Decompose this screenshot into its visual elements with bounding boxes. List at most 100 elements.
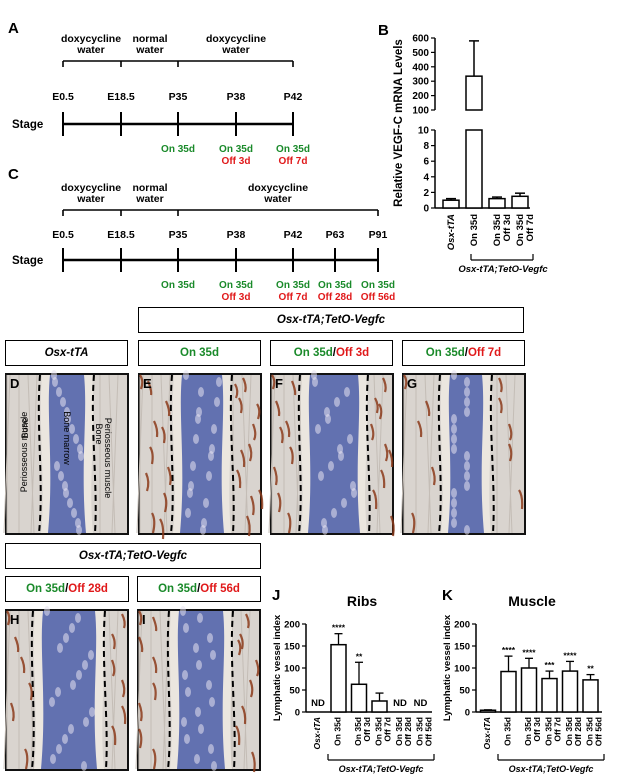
marrow-space [341,498,347,508]
stained-vessel [383,443,389,462]
stained-vessel [120,679,126,698]
marrow-space [55,687,61,697]
bar [541,677,558,713]
marrow-space [203,498,209,508]
marrow-space [325,414,331,424]
y-tick-label: 150 [284,642,300,653]
y-tick-label: 500 [412,48,429,59]
marrow-space [182,670,188,680]
marrow-space [193,643,199,653]
timepoint-label: P42 [284,91,303,103]
marrow-space [464,471,470,481]
timepoint-label: E18.5 [107,229,135,241]
bone-marrow [48,375,86,533]
stained-vessel [290,380,297,396]
stained-vessel [13,636,20,653]
category-label: On 35d [333,717,343,746]
on-label: On 35d [276,144,310,155]
category-label: Osx-tTA [482,717,492,749]
micrograph-d-svg [3,370,127,535]
marrow-space [63,633,69,643]
muscle-fiber [243,610,251,770]
panel-letter-f: F [275,376,283,391]
stained-vessel [242,377,247,393]
y-axis-label: Lymphatic vessel index [442,614,453,721]
marrow-space [197,613,203,623]
stained-vessel [256,403,261,420]
category-label: Off 3d [362,717,372,742]
dashed-boundary [102,610,108,770]
bar [488,197,506,209]
stained-vessel [6,610,11,626]
y-tick-label: 50 [459,686,470,697]
marrow-space [351,488,357,498]
muscle-fiber [162,610,170,770]
marrow-space [196,660,202,670]
phase-label: water [76,193,104,205]
stained-vessel [236,469,242,489]
off-label: Off 3d [222,156,251,167]
bar [511,195,529,209]
dashed-boundary [37,374,42,534]
marrow-space [451,424,457,434]
dashed-boundary [365,374,371,534]
micrograph-g-svg [400,370,524,535]
marrow-space [56,387,62,397]
timepoint-label: P42 [284,229,303,241]
timeline-a: doxycyclinewaternormalwaterdoxycyclinewa… [12,33,310,167]
category-label: On 35d [353,717,363,746]
marrow-space [318,471,324,481]
annotation: ** [587,664,594,674]
timeline-c: doxycyclinewaternormalwaterdoxycyclinewa… [12,182,395,303]
dashed-boundary [437,374,442,534]
bar [520,667,538,713]
header-on35: On 35d [138,340,261,366]
marrow-space [180,606,186,616]
header-on35-text: On 35d [180,347,219,359]
marrow-space [208,451,214,461]
stained-vessel [498,377,503,393]
bar [479,709,497,713]
stained-vessel [240,449,246,468]
on-label: On 35d [276,280,310,291]
category-label: On 35d [503,717,513,746]
stained-vessel [111,633,116,650]
header-osx-text: Osx-tTA [44,347,89,359]
marrow-space [464,387,470,397]
marrow-space [464,377,470,387]
y-tick-label: 200 [284,620,300,631]
micrograph-f [268,370,395,537]
stained-vessel [417,420,423,438]
marrow-space [214,397,220,407]
marrow-space [69,424,75,434]
stained-vessel [20,656,26,674]
panel-letter: J [272,587,280,604]
y-tick-label: 0 [423,204,429,215]
y-tick-label: 50 [289,686,300,697]
stained-vessel [152,748,157,770]
marrow-space [451,508,457,518]
micrograph-f-svg [268,370,395,537]
marrow-space [451,488,457,498]
category-label: Off 7d [525,214,536,242]
marrow-space [331,508,337,518]
category-label: Off 56d [594,717,604,746]
annotation: ND [311,698,325,709]
category-label: On 35d [492,214,503,246]
stained-vessel [250,751,256,773]
header-teto-bottom: Osx-tTA;TetO-Vegfc [5,543,261,569]
group-label: Osx-tTA;TetO-Vegfc [509,764,594,774]
category-label: Off 56d [424,717,434,746]
category-label: On 35d [415,717,425,746]
stained-vessel [258,489,264,510]
annotation: **** [563,650,577,660]
marrow-space [338,451,344,461]
header-on35-off3: On 35d/Off 3d [270,340,393,366]
muscle-fiber [427,374,435,534]
marrow-space [187,488,193,498]
marrow-space [211,761,217,771]
stained-vessel [237,639,242,656]
phase-label: normal [132,33,167,45]
group-label: Osx-tTA;TetO-Vegfc [339,764,424,774]
